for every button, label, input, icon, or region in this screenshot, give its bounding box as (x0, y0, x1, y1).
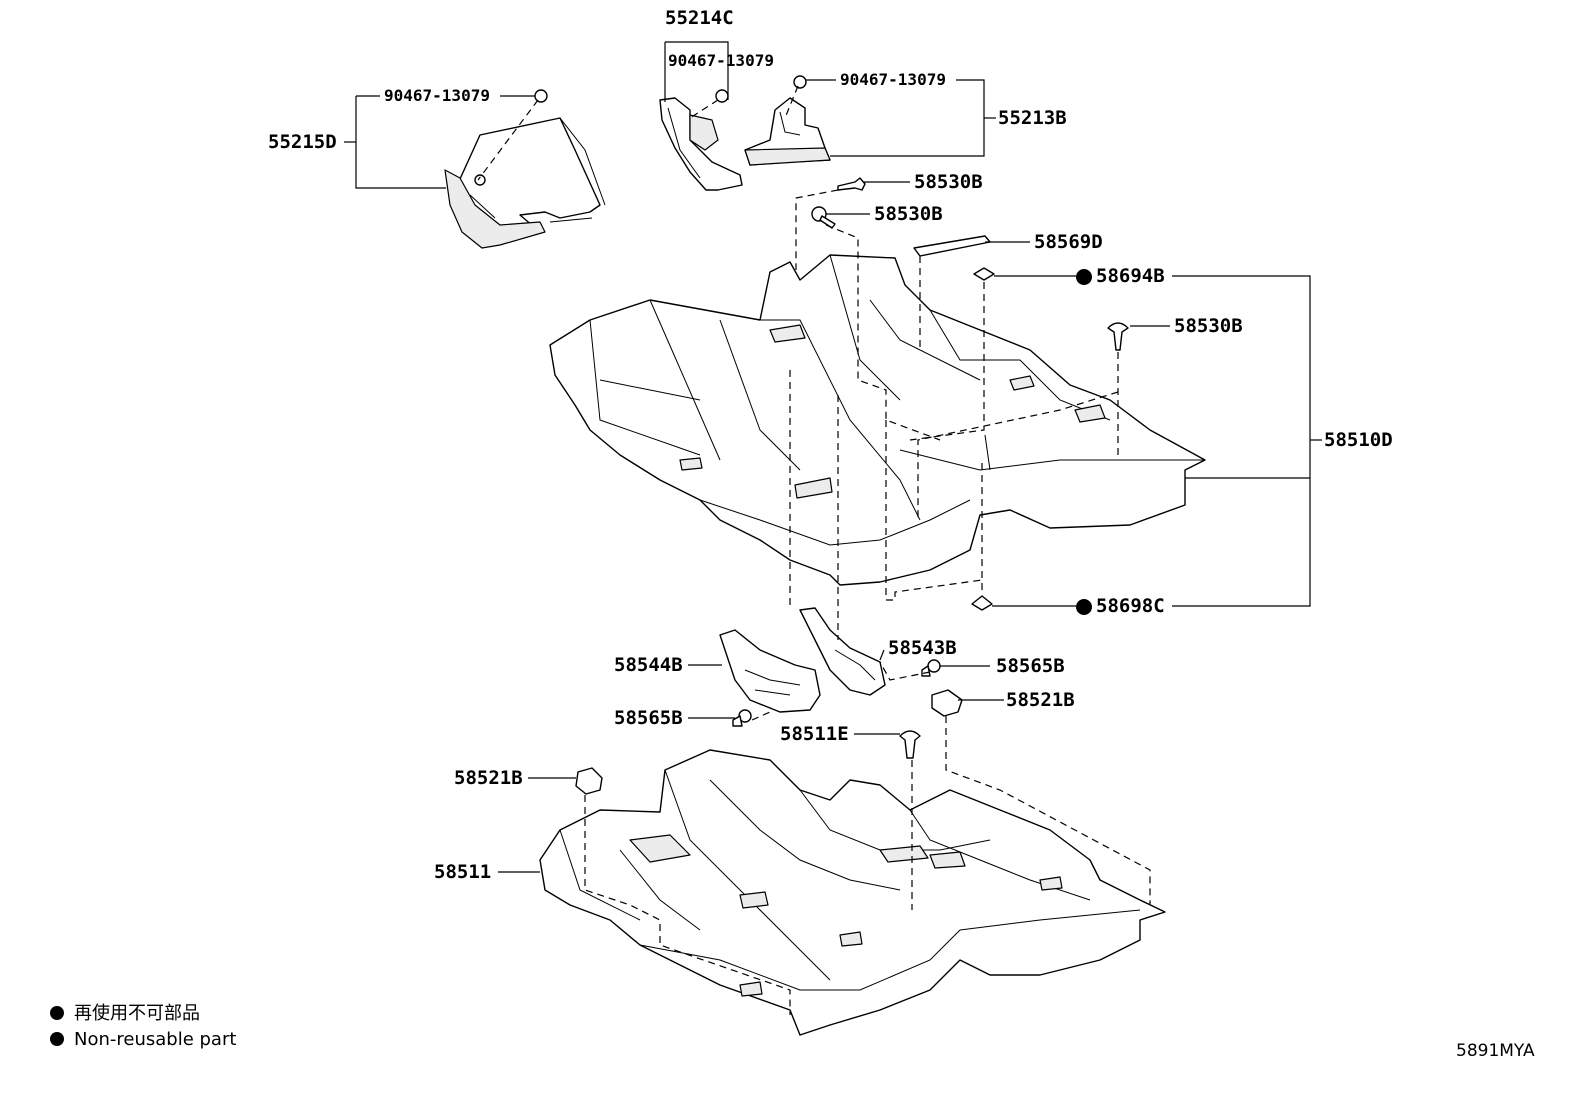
clip-shape (474, 174, 486, 186)
panel-55215D[interactable] (444, 117, 606, 249)
carpet-58511[interactable] (539, 749, 1166, 1036)
label-58565B-b[interactable]: 58565B (614, 707, 683, 729)
pin-58511E[interactable] (899, 730, 921, 759)
clip-90467-c-shape (793, 75, 807, 89)
label-58511[interactable]: 58511 (434, 861, 491, 883)
label-55214C[interactable]: 55214C (665, 7, 734, 29)
panel-55214C[interactable] (659, 97, 743, 191)
legend-english: Non-reusable part (74, 1029, 236, 1050)
assembly-dashed-lines (477, 85, 1151, 1015)
label-58530B-c[interactable]: 58530B (1174, 315, 1243, 337)
reference-code: 5891MYA (1456, 1041, 1535, 1061)
clip-58521B-b[interactable] (575, 767, 603, 795)
clip-58694B[interactable] (973, 267, 995, 281)
label-90467-13079-b[interactable]: 90467-13079 (668, 51, 774, 70)
label-58530B-a[interactable]: 58530B (914, 171, 983, 193)
non-reusable-bullet (1076, 269, 1092, 285)
label-58530B-b[interactable]: 58530B (874, 203, 943, 225)
label-58544B[interactable]: 58544B (614, 654, 683, 676)
label-90467-13079-c[interactable]: 90467-13079 (840, 70, 946, 89)
pad-58543B[interactable] (799, 607, 886, 696)
legend: 再使用不可部品 Non-reusable part (50, 1003, 236, 1050)
label-58565B-a[interactable]: 58565B (996, 655, 1065, 677)
clip-58698C[interactable] (971, 595, 993, 611)
strip-58569D[interactable] (913, 235, 991, 257)
label-58521B-a[interactable]: 58521B (1006, 689, 1075, 711)
bolt-58530B-a[interactable] (837, 177, 866, 191)
label-58510D[interactable]: 58510D (1324, 429, 1393, 451)
clip-90467-a-shape (534, 89, 548, 103)
label-58694B[interactable]: 58694B (1096, 265, 1165, 287)
label-58569D[interactable]: 58569D (1034, 231, 1103, 253)
clip-58565B-a[interactable] (921, 659, 941, 677)
legend-bullet (50, 1032, 64, 1046)
legend-bullet (50, 1006, 64, 1020)
pad-58544B[interactable] (719, 629, 821, 713)
label-58698C[interactable]: 58698C (1096, 595, 1165, 617)
panel-55213B[interactable] (744, 97, 831, 166)
label-55215D[interactable]: 55215D (268, 131, 337, 153)
label-58521B-b[interactable]: 58521B (454, 767, 523, 789)
clip-58565B-b[interactable] (732, 709, 752, 727)
legend-japanese: 再使用不可部品 (74, 1003, 200, 1024)
bolt-58530B-c[interactable] (1107, 322, 1129, 351)
bolt-58530B-b[interactable] (811, 206, 836, 229)
non-reusable-bullet (1076, 599, 1092, 615)
label-90467-13079-a[interactable]: 90467-13079 (384, 86, 490, 105)
clip-58521B-a[interactable] (931, 689, 963, 717)
label-55213B[interactable]: 55213B (998, 107, 1067, 129)
label-58511E[interactable]: 58511E (780, 723, 849, 745)
carpet-58510D[interactable] (549, 254, 1206, 586)
leader-lines (344, 41, 1322, 873)
label-58543B[interactable]: 58543B (888, 637, 957, 659)
